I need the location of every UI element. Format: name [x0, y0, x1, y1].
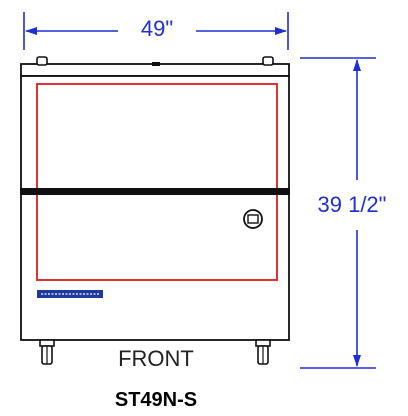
- caster-left: [39, 339, 55, 365]
- front-panel: [36, 83, 278, 281]
- lid-hinge-right: [262, 56, 274, 66]
- cooler-body: [20, 56, 290, 365]
- lock-keyhole: [247, 214, 259, 224]
- height-arrow-top: [353, 59, 361, 71]
- front-label: FRONT: [118, 346, 194, 371]
- lid-hinge-left: [36, 56, 48, 66]
- width-label: 49": [141, 16, 173, 41]
- caster-right: [255, 339, 271, 365]
- height-label: 39 1/2": [318, 192, 387, 217]
- lid-center-knob: [152, 62, 160, 66]
- width-arrow-right: [275, 27, 287, 35]
- height-dimension: 39 1/2": [300, 57, 387, 369]
- model-label: ST49N-S: [115, 389, 197, 411]
- height-arrow-bottom: [353, 355, 361, 367]
- cabinet: [20, 75, 290, 341]
- width-dimension: 49": [23, 12, 289, 50]
- width-arrow-left: [25, 27, 37, 35]
- bumper-rail: [20, 188, 290, 195]
